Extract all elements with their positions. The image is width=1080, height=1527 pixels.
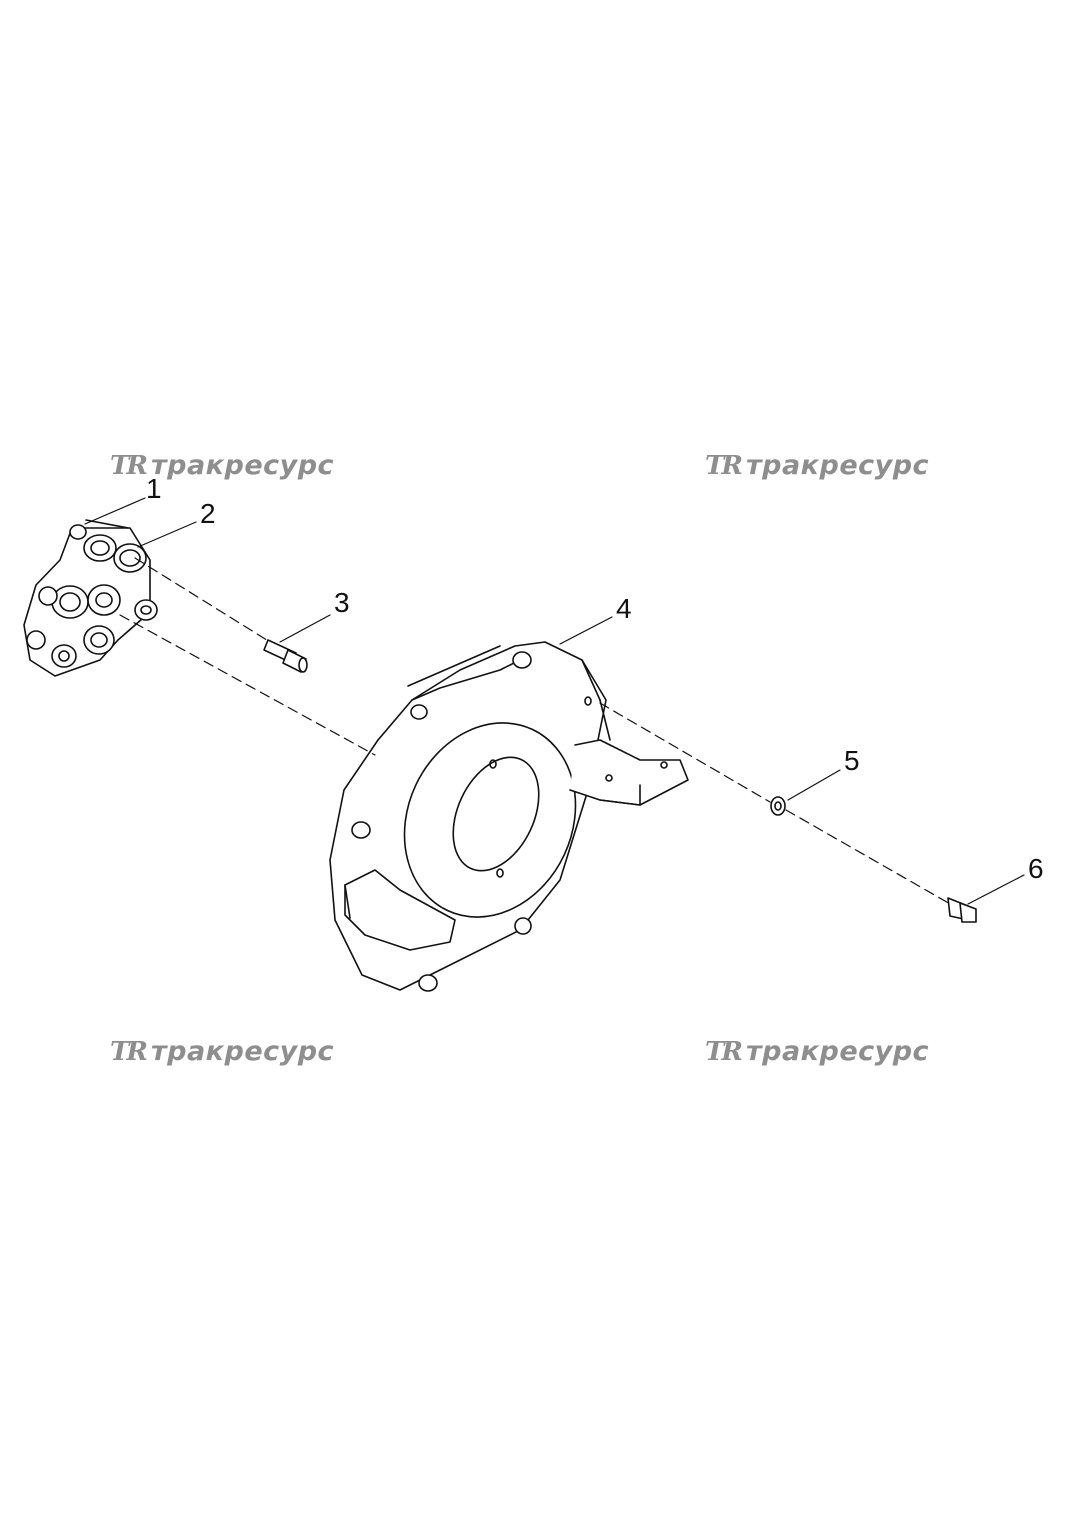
watermark-logo: TR (705, 1036, 743, 1067)
watermark-text: тракресурс (150, 450, 335, 481)
callout-1: 1 (146, 473, 162, 504)
watermark: TR тракресурс (110, 450, 334, 481)
callout-3: 3 (334, 587, 350, 618)
watermark: TR тракресурс (705, 450, 929, 481)
watermark-logo: TR (110, 450, 148, 481)
part-1-valve-block (23, 519, 158, 677)
part-3-bolt (263, 639, 308, 673)
callout-2: 2 (200, 498, 216, 529)
assembly-lines (119, 557, 953, 906)
part-5-washer (770, 796, 786, 816)
watermark-logo: TR (705, 450, 743, 481)
leader-lines (84, 497, 1025, 905)
part-6-bolt (947, 897, 977, 923)
callout-6: 6 (1028, 853, 1044, 884)
part-4-bracket (329, 641, 689, 992)
watermark-text: тракресурс (745, 450, 930, 481)
watermark-logo: TR (110, 1036, 148, 1067)
callout-5: 5 (844, 745, 860, 776)
watermark-text: тракресурс (745, 1036, 930, 1067)
watermark: TR тракресурс (705, 1036, 929, 1067)
callout-4: 4 (616, 593, 632, 624)
watermark: TR тракресурс (110, 1036, 334, 1067)
watermark-text: тракресурс (150, 1036, 335, 1067)
